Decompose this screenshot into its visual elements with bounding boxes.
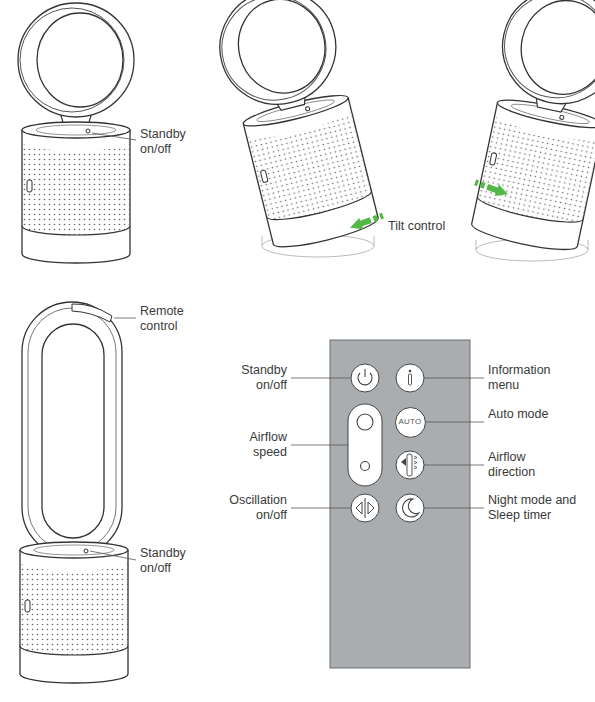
button-callout: Night mode and Sleep timer — [488, 493, 588, 523]
fan-tilted-forward — [462, 0, 595, 261]
standby-callout: Standby on/off — [140, 127, 202, 157]
remote-control — [291, 340, 484, 668]
remote-callout: Remote control — [140, 304, 202, 334]
fan-tilted-back — [208, 0, 385, 257]
fan-upright — [18, 3, 136, 263]
tilt-callout: Tilt control — [388, 219, 478, 234]
button-callout: Auto mode — [488, 407, 558, 422]
button-callout: Airflow direction — [488, 450, 558, 480]
button-callout: Standby on/off — [225, 363, 287, 393]
button-callout: Information menu — [488, 363, 568, 393]
tower-fan — [20, 302, 136, 683]
button-callout: Oscillation on/off — [207, 493, 287, 523]
button-callout: Airflow speed — [225, 430, 287, 460]
auto-button: AUTO — [395, 407, 426, 438]
button-text: AUTO — [399, 417, 422, 426]
standby-callout: Standby on/off — [140, 546, 202, 576]
